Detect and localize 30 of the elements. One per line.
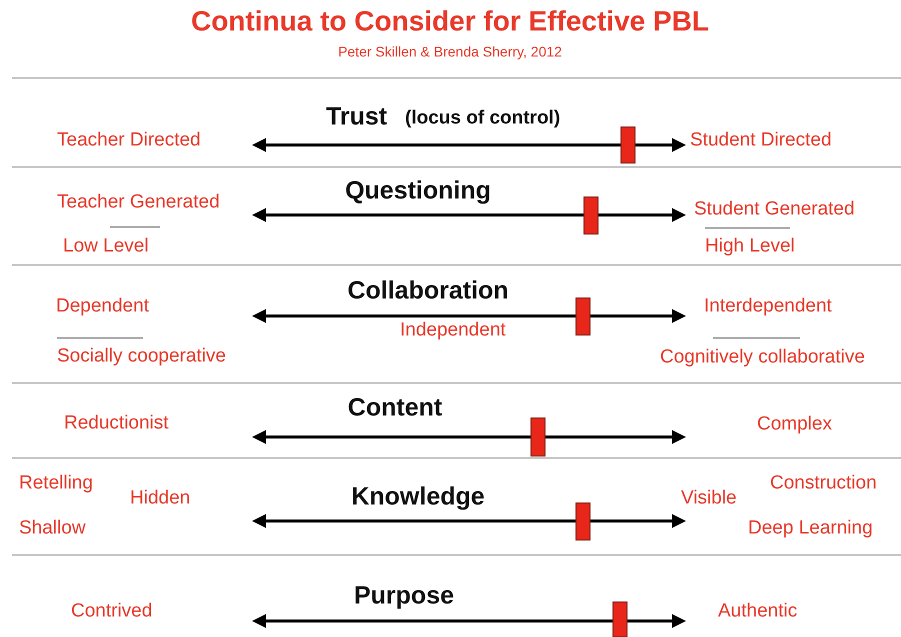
continuum-pole-label: Reductionist	[64, 414, 169, 434]
continuum-pole-label: Student Generated	[694, 200, 855, 220]
continuum-pole-label: Cognitively collaborative	[660, 348, 865, 368]
continuum-pole-label: Independent	[400, 320, 506, 342]
continuum-pole-label: High Level	[705, 236, 795, 258]
continuum-heading: Questioning	[345, 177, 491, 205]
continuum-pole-label: Visible	[681, 488, 737, 510]
continuum-pole-label: Hidden	[130, 488, 190, 510]
continuum-pole-label: Authentic	[718, 602, 798, 622]
continuum-pole-label: Socially cooperative	[57, 346, 226, 368]
continuum-pole-label: Shallow	[19, 518, 86, 540]
continuum-heading: Knowledge	[351, 483, 485, 511]
continuum-pole-label: Retelling	[19, 474, 93, 494]
continuum-pole-label: Dependent	[56, 296, 149, 318]
continuum-pole-label: Contrived	[71, 602, 152, 622]
caption: Peter Skillen & Brenda Sherry, 2012	[338, 44, 562, 60]
continuum-pole-label: Teacher Generated	[57, 192, 220, 214]
continuum-heading: Purpose	[354, 582, 454, 610]
continuum-pole-label: Complex	[757, 414, 832, 436]
continuum-heading: Content	[348, 394, 442, 422]
continuum-pole-label: Student Directed	[690, 130, 832, 152]
continuum-heading: Trust	[326, 103, 388, 131]
continuum-pole-label: Construction	[770, 474, 877, 494]
continuum-pole-label: Deep Learning	[748, 518, 873, 540]
continuum-pole-label: Low Level	[63, 236, 149, 258]
heading-note: (locus of control)	[405, 108, 560, 130]
continuum-pole-label: Interdependent	[704, 296, 832, 318]
title: Continua to Consider for Effective PBL	[190, 6, 710, 38]
continuum-pole-label: Teacher Directed	[57, 130, 201, 152]
continuum-heading: Collaboration	[347, 277, 509, 305]
